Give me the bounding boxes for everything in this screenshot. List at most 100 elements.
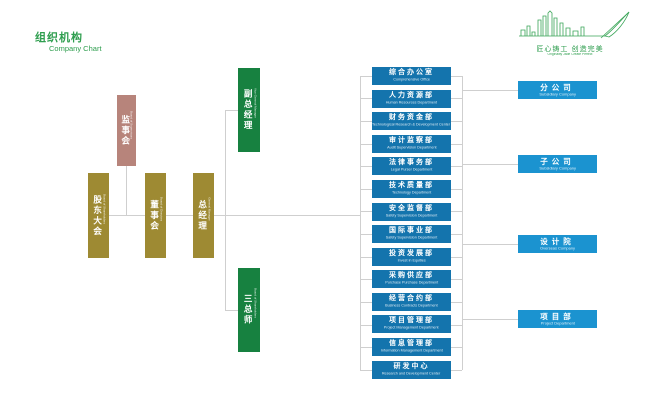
dept-stub-left bbox=[360, 302, 372, 303]
branch-connector bbox=[462, 90, 518, 91]
branch-label-zh: 设计院 bbox=[540, 236, 575, 246]
branch-label-en: Project Department bbox=[540, 321, 575, 326]
dept-label-zh: 安全监督部 bbox=[389, 205, 434, 212]
branch-label-en: Subsidiary Company bbox=[539, 92, 576, 97]
dept-label-en: Technological Research & Development Cen… bbox=[372, 123, 451, 127]
logo-slogan-en: Originality Jade Create Perfect bbox=[547, 53, 593, 57]
box-board-of-supervisors: Board of Supervisors 监事会 bbox=[117, 95, 136, 166]
branch-label-zh: 分公司 bbox=[540, 82, 575, 92]
dept-box: 技术质量部 Technology Department bbox=[372, 180, 451, 198]
dept-label-zh: 法律事务部 bbox=[389, 159, 434, 166]
dept-stub-left bbox=[360, 98, 372, 99]
dept-box: 经营合约部 Business Contracts Department bbox=[372, 293, 451, 311]
dept-label-en: Business Contracts Department bbox=[385, 304, 438, 308]
dept-stub-left bbox=[360, 166, 372, 167]
branch-box: 分公司 Subsidiary Company bbox=[518, 81, 597, 99]
box-label-en: Vice General Manager bbox=[253, 88, 257, 119]
dept-label-zh: 人力资源部 bbox=[389, 92, 434, 99]
dept-label-en: Research and Development Center bbox=[382, 372, 441, 376]
box-label-zh: 总经理 bbox=[197, 199, 208, 232]
dept-stub-right bbox=[451, 234, 462, 235]
box-label-en: Board of Shareholders bbox=[253, 288, 257, 319]
main-connector-line bbox=[109, 215, 361, 216]
dept-stub-right bbox=[451, 98, 462, 99]
chiefs-stub bbox=[225, 310, 238, 311]
dept-label-en: Legal Purser Department bbox=[390, 168, 433, 172]
dept-box: 法律事务部 Legal Purser Department bbox=[372, 157, 451, 175]
dept-label-en: Human Resources Department bbox=[385, 101, 438, 105]
branch-connector bbox=[462, 164, 518, 165]
dept-label-zh: 经营合约部 bbox=[389, 295, 434, 302]
dept-label-zh: 技术质量部 bbox=[389, 182, 434, 189]
dept-label-en: Project Management Department bbox=[384, 326, 439, 330]
logo-slogan: 匠心铸工 创造完美 bbox=[536, 45, 604, 53]
dept-box: 安全监督部 Safety Supervision Department bbox=[372, 203, 451, 221]
dept-label-zh: 信息管理部 bbox=[389, 340, 434, 347]
dept-stub-left bbox=[360, 76, 372, 77]
box-vice-general-manager: Vice General Manager 副总经理 bbox=[238, 68, 260, 152]
dept-stub-right bbox=[451, 211, 462, 212]
box-three-chiefs: Board of Shareholders 三总师 bbox=[238, 268, 260, 352]
dept-label-zh: 综合办公室 bbox=[389, 69, 434, 76]
dept-stub-left bbox=[360, 211, 372, 212]
dept-label-en: Audit Supervision Department bbox=[386, 146, 437, 150]
branch-box: 子公司 Subsidiary Company bbox=[518, 155, 597, 173]
box-label-en: Board of Supervisors bbox=[129, 110, 133, 139]
box-label-zh: 董事会 bbox=[149, 199, 160, 232]
dept-label-zh: 项目管理部 bbox=[389, 317, 434, 324]
dept-stub-left bbox=[360, 347, 372, 348]
dept-label-en: Information Management Department bbox=[380, 349, 443, 353]
dept-stub-left bbox=[360, 370, 372, 371]
supervisors-connector bbox=[126, 166, 127, 215]
dept-right-trunk bbox=[462, 76, 463, 370]
dept-label-en: Comprehensive Office bbox=[393, 78, 430, 82]
dept-stub-right bbox=[451, 144, 462, 145]
dept-box: 投资发展部 Invest in Equities bbox=[372, 248, 451, 266]
dept-label-en: Technology Department bbox=[391, 191, 432, 195]
dept-stub-right bbox=[451, 279, 462, 280]
dept-stub-left bbox=[360, 121, 372, 122]
dept-label-zh: 财务资金部 bbox=[389, 114, 434, 121]
box-label-en: General Manager bbox=[207, 197, 211, 221]
branch-box: 设计院 Overseas Company bbox=[518, 235, 597, 253]
dept-stub-right bbox=[451, 370, 462, 371]
dept-label-en: Safety Supervision Department bbox=[385, 214, 438, 218]
box-board-of-directors: Board of Directors 董事会 bbox=[145, 173, 166, 258]
dept-box: 财务资金部 Technological Research & Developme… bbox=[372, 112, 451, 130]
dept-stub-right bbox=[451, 325, 462, 326]
dept-box: 项目管理部 Project Management Department bbox=[372, 315, 451, 333]
dept-stub-right bbox=[451, 76, 462, 77]
dept-label-zh: 研发中心 bbox=[393, 363, 430, 370]
dept-box: 信息管理部 Information Management Department bbox=[372, 338, 451, 356]
dept-stub-left bbox=[360, 325, 372, 326]
dept-label-zh: 审计监察部 bbox=[389, 137, 434, 144]
box-general-manager: General Manager 总经理 bbox=[193, 173, 214, 258]
dept-stub-right bbox=[451, 189, 462, 190]
dept-left-trunk bbox=[360, 76, 361, 370]
green-branch-trunk bbox=[225, 110, 226, 310]
box-label-zh: 股东大会 bbox=[92, 194, 103, 237]
dept-label-zh: 国际事业部 bbox=[389, 227, 434, 234]
company-logo: 匠心铸工 创造完美 Originality Jade Create Perfec… bbox=[505, 10, 635, 58]
dept-stub-right bbox=[451, 347, 462, 348]
dept-stub-right bbox=[451, 166, 462, 167]
dept-stub-right bbox=[451, 121, 462, 122]
vgm-stub bbox=[225, 110, 238, 111]
dept-stub-left bbox=[360, 234, 372, 235]
branch-connector bbox=[462, 244, 518, 245]
branch-label-zh: 项目部 bbox=[540, 311, 575, 321]
branch-label-en: Overseas Company bbox=[539, 246, 576, 251]
dept-stub-left bbox=[360, 257, 372, 258]
dept-box: 国际事业部 Safety Supervision Department bbox=[372, 225, 451, 243]
box-board-of-shareholders: Board of Shareholders 股东大会 bbox=[88, 173, 109, 258]
dept-stub-left bbox=[360, 279, 372, 280]
dept-box: 研发中心 Research and Development Center bbox=[372, 361, 451, 379]
dept-label-en: Invest in Equities bbox=[397, 259, 426, 263]
dept-stub-right bbox=[451, 257, 462, 258]
dept-label-zh: 采购供应部 bbox=[389, 272, 434, 279]
city-skyline-feather-icon bbox=[519, 10, 630, 39]
page-title: 组织机构 bbox=[35, 32, 83, 44]
dept-box: 综合办公室 Comprehensive Office bbox=[372, 67, 451, 85]
dept-box: 采购供应部 Purchase Purchase Department bbox=[372, 270, 451, 288]
dept-box: 人力资源部 Human Resources Department bbox=[372, 90, 451, 108]
